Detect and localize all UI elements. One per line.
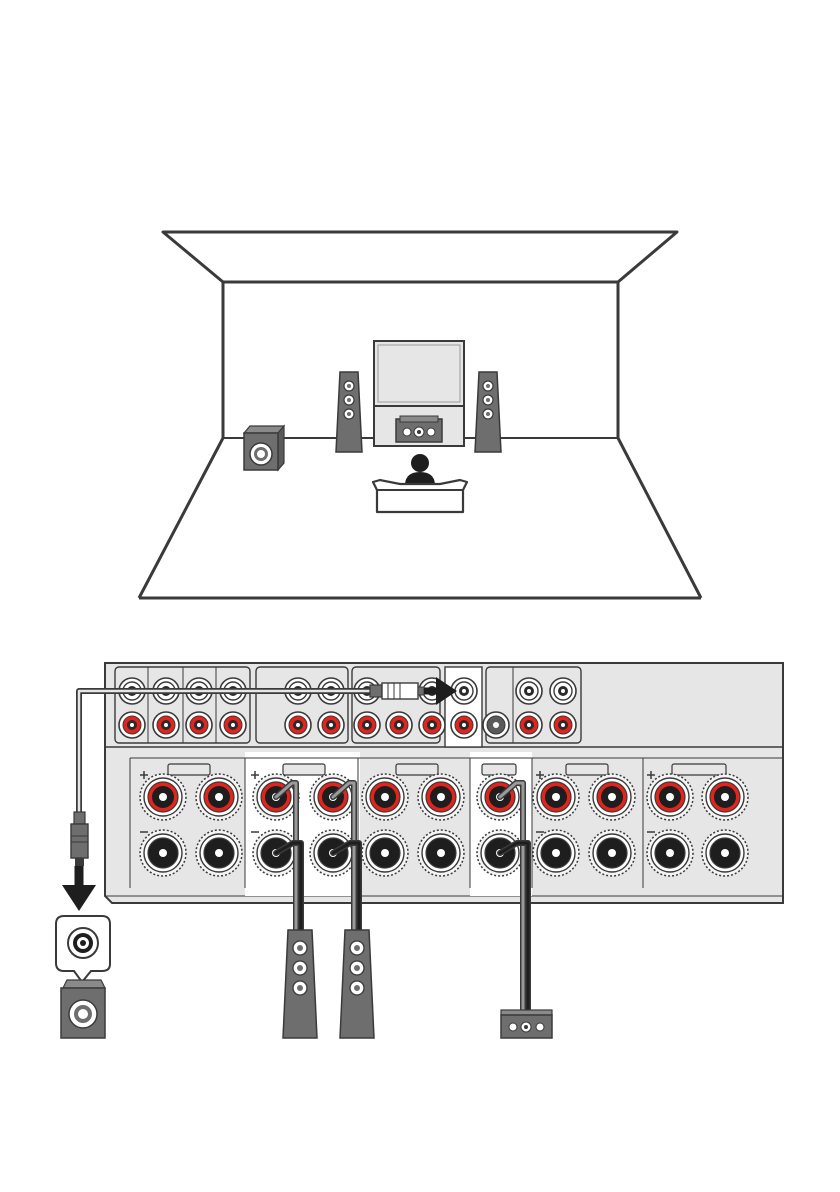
front-right-speaker-icon	[475, 372, 501, 452]
pre-out-jacks	[115, 667, 581, 747]
rca-plug-icon-vertical	[71, 812, 88, 866]
listener-icon	[405, 454, 435, 484]
front-right-speaker-device-icon	[340, 930, 374, 1038]
subwoofer-device-icon	[61, 980, 105, 1038]
center-speaker-device-icon	[501, 1010, 552, 1038]
front-left-speaker-icon	[336, 372, 362, 452]
sofa-icon	[373, 480, 467, 512]
room-illustration	[139, 232, 701, 598]
arrow-down-icon	[62, 866, 96, 911]
rca-plug-icon	[370, 683, 424, 699]
front-left-speaker-device-icon	[283, 930, 317, 1038]
center-speaker-icon	[396, 416, 442, 442]
subwoofer-icon	[244, 426, 284, 470]
subwoofer-input-callout	[56, 916, 110, 982]
